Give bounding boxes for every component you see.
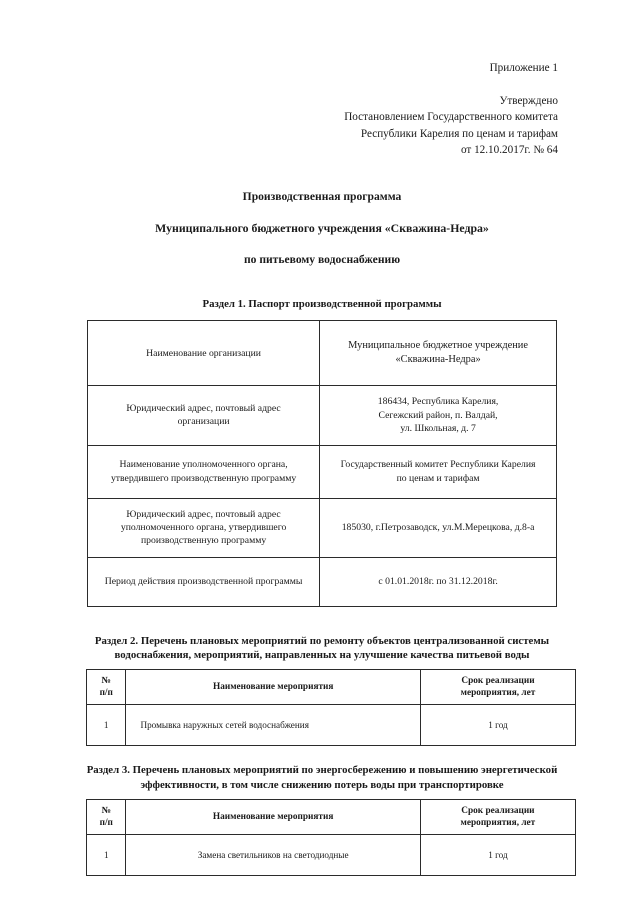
measure-name: Замена светильников на светодиодные: [125, 833, 421, 876]
table-row: Юридический адрес, почтовый адрес органи…: [86, 385, 557, 446]
approved-label: Утверждено: [499, 95, 558, 108]
appendix-label: Приложение 1: [489, 62, 558, 74]
table-row: Наименование организации Муниципальное б…: [86, 320, 557, 387]
document-title: Производственная программа Муниципальног…: [86, 189, 558, 268]
measure-term: 1 год: [419, 833, 577, 876]
passport-value-authority-name: Государственный комитет Республики Карел…: [319, 444, 557, 499]
title-line-subject: по питьевому водоснабжению: [243, 252, 401, 266]
approved-authority-line-2: Республики Карелия по ценам и тарифам: [360, 127, 558, 140]
column-header-measure-name: Наименование мероприятия: [125, 798, 421, 835]
measure-name: Промывка наружных сетей водоснабжения: [125, 704, 421, 747]
document-header: Приложение 1 Утверждено Постановлением Г…: [86, 60, 558, 158]
measure-term: 1 год: [420, 704, 576, 747]
passport-label-organization-address: Юридический адрес, почтовый адрес органи…: [86, 385, 321, 446]
passport-label-authority-address: Юридический адрес, почтовый адрес уполно…: [86, 497, 321, 558]
measure-number: 1: [85, 704, 127, 747]
title-line-organization: Муниципального бюджетного учреждения «Ск…: [155, 221, 489, 236]
approved-document-reference: от 12.10.2017г. № 64: [460, 143, 558, 156]
section-3-heading: Раздел 3. Перечень плановых мероприятий …: [86, 764, 558, 791]
passport-table: Наименование организации Муниципальное б…: [86, 320, 557, 607]
approved-authority-line-1: Постановлением Государственного комитета: [344, 111, 558, 124]
passport-value-organization-address: 186434, Республика Карелия,Сегежский рай…: [319, 385, 557, 446]
passport-value-organization-name: Муниципальное бюджетное учреждение«Скваж…: [319, 320, 557, 387]
table-row: Наименование уполномоченного органа, утв…: [86, 444, 557, 499]
passport-value-authority-address: 185030, г.Петрозаводск, ул.М.Мерецкова, …: [319, 497, 557, 558]
table-row: 1 Замена светильников на светодиодные 1 …: [85, 833, 577, 876]
column-header-measure-name: Наименование мероприятия: [125, 669, 421, 706]
passport-label-validity-period: Период действия производственной програм…: [86, 556, 321, 607]
table-row: Юридический адрес, почтовый адрес уполно…: [86, 497, 557, 558]
passport-label-authority-name: Наименование уполномоченного органа, утв…: [86, 444, 321, 499]
passport-value-validity-period: с 01.01.2018г. по 31.12.2018г.: [319, 556, 557, 607]
passport-label-organization-name: Наименование организации: [86, 320, 321, 387]
measure-number: 1: [85, 833, 127, 876]
section-1-heading: Раздел 1. Паспорт производственной прогр…: [202, 298, 442, 311]
table-row: 1 Промывка наружных сетей водоснабжения …: [85, 704, 576, 747]
section-2-heading: Раздел 2. Перечень плановых мероприятий …: [94, 634, 550, 661]
table-row: Период действия производственной програм…: [86, 556, 557, 607]
title-line-program: Производственная программа: [242, 190, 402, 204]
